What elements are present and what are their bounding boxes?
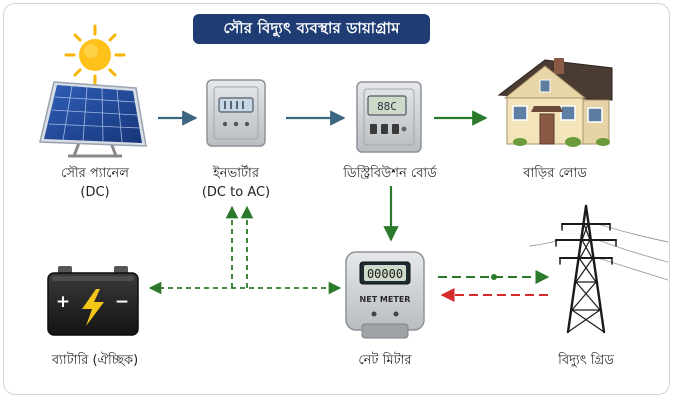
grid-caption: বিদ্যুৎ গ্রিড [536, 351, 636, 370]
battery-caption: ব্যাটারি (ঐচ্ছিক) [35, 351, 155, 370]
net-meter-brand: NET METER [360, 295, 411, 304]
net-meter-caption: নেট মিটার [340, 351, 430, 370]
transmission-tower-icon [529, 204, 669, 334]
meter-grid-link [438, 270, 550, 302]
net-meter-display: 00000 [367, 267, 403, 281]
battery-minus-sign: − [115, 292, 129, 312]
diagram-title: সৌর বিদ্যুৎ ব্যবস্থার ডায়াগ্রাম [193, 14, 430, 44]
sun-icon [64, 24, 126, 86]
diagram-frame [3, 3, 670, 395]
grid-label: বিদ্যুৎ গ্রিড [558, 353, 614, 368]
home-load-label: বাড়ির লোড [523, 166, 587, 181]
distribution-board-label: ডিস্ট্রিবিউশন বোর্ড [343, 166, 437, 181]
battery-inverter-link [148, 205, 342, 295]
inverter-icon [206, 79, 266, 147]
net-meter-label: নেট মিটার [358, 353, 412, 368]
solar-panel-label: সৌর প্যানেল [61, 166, 129, 181]
inverter-caption: ইনভার্টার (DC to AC) [186, 164, 286, 202]
solar-panel-sublabel: (DC) [80, 185, 110, 200]
battery-icon: + − [47, 266, 139, 336]
net-meter-icon: 00000 NET METER [345, 251, 425, 339]
house-icon [497, 58, 613, 147]
distribution-board-caption: ডিস্ট্রিবিউশন বোর্ড [320, 164, 460, 183]
distribution-board-display: 88C [377, 100, 397, 113]
solar-panel-icon [39, 81, 147, 158]
battery-plus-sign: + [56, 292, 70, 312]
home-load-caption: বাড়ির লোড [505, 164, 605, 183]
inverter-label: ইনভার্টার [213, 166, 259, 181]
lightning-bolt-icon [82, 289, 104, 326]
solar-panel-caption: সৌর প্যানেল (DC) [55, 164, 135, 202]
distribution-board-icon: 88C [356, 81, 422, 153]
inverter-sublabel: (DC to AC) [201, 185, 271, 200]
battery-label: ব্যাটারি (ঐচ্ছিক) [51, 353, 139, 368]
